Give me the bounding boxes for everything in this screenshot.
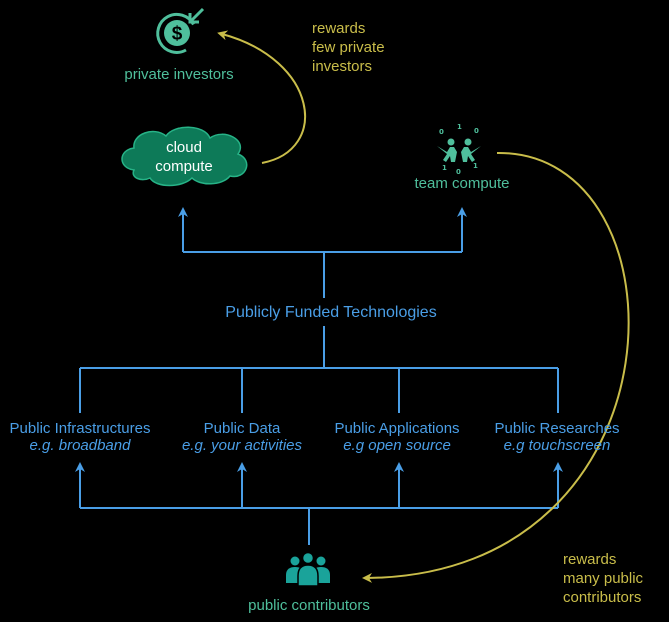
rewards-public-line2: many public: [563, 570, 644, 587]
cloud-compute-label-line1: cloud: [166, 139, 202, 156]
upper-connectors: [178, 207, 467, 298]
svg-text:0: 0: [439, 128, 444, 136]
rewards-private-line1: rewards: [312, 20, 366, 37]
publicly-funded-label: Publicly Funded Technologies: [225, 304, 437, 321]
people-group-icon: [286, 551, 330, 587]
svg-text:0: 0: [474, 127, 479, 135]
svg-text:$: $: [172, 24, 183, 45]
category-title: Public Researches: [494, 420, 620, 437]
category-example: e.g open source: [343, 437, 451, 454]
category-title: Public Data: [203, 420, 281, 437]
rewards-private-annotation: rewards few private investors: [312, 19, 385, 76]
rewards-private-line3: investors: [312, 58, 373, 75]
team-compute-label: team compute: [414, 175, 510, 192]
category-title: Public Applications: [334, 420, 460, 437]
rewards-public-line3: contributors: [563, 589, 642, 606]
category-title: Public Infrastructures: [9, 420, 151, 437]
private-investors-label: private investors: [124, 66, 234, 83]
svg-text:1: 1: [473, 162, 478, 170]
middle-connectors: [79, 326, 559, 413]
dollar-coin-icon: $: [156, 7, 205, 54]
category-data: Public Data e.g. your activities: [182, 420, 302, 454]
rewards-public-line1: rewards: [563, 551, 617, 568]
category-example: e.g. your activities: [181, 437, 303, 454]
public-contributors-label: public contributors: [248, 597, 370, 614]
svg-text:1: 1: [442, 164, 447, 172]
category-example: e.g touchscreen: [503, 437, 611, 454]
team-binary-icon: 0 1 0 1 0 1: [437, 123, 481, 176]
reward-curve-public: [362, 151, 630, 583]
rewards-public-annotation: rewards many public contributors: [563, 550, 643, 607]
category-researches: Public Researches e.g touchscreen: [494, 420, 619, 454]
svg-text:1: 1: [457, 123, 462, 131]
category-infrastructures: Public Infrastructures e.g. broadband: [10, 420, 151, 454]
cloud-compute-label-line2: compute: [155, 158, 213, 175]
lower-connectors: [75, 462, 563, 545]
category-applications: Public Applications e.g open source: [334, 420, 459, 454]
svg-text:0: 0: [456, 168, 461, 176]
rewards-private-line2: few private: [312, 39, 385, 56]
reward-curve-private: [217, 30, 307, 164]
cloud-compute-label: cloud compute: [155, 138, 213, 176]
category-example: e.g. broadband: [29, 437, 131, 454]
cloud-compute-shape: [121, 126, 248, 187]
